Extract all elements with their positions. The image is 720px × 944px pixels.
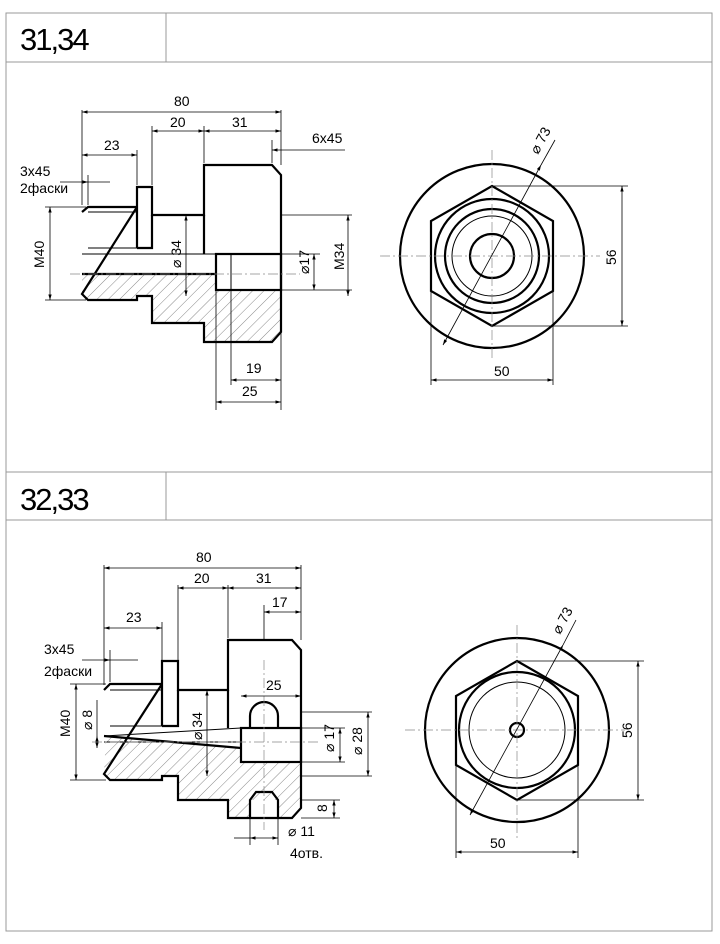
bottom-dia-34: ⌀ 34 [189, 712, 205, 740]
bottom-dia-11: ⌀ 11 [288, 823, 315, 839]
top-chamfer-6: 6x45 [312, 130, 343, 146]
bottom-dia-73: ⌀ 73 [549, 604, 576, 636]
bottom-end-view: ⌀ 73 50 56 [405, 604, 644, 858]
bottom-height-56: 56 [619, 722, 635, 738]
top-dia-73: ⌀ 73 [527, 124, 554, 156]
bottom-dim-17: 17 [272, 594, 288, 610]
bottom-side-view [92, 638, 320, 830]
bottom-dim-80: 80 [196, 549, 212, 565]
bottom-dim-20: 20 [194, 570, 210, 586]
top-thread-m34: M34 [331, 243, 347, 270]
bottom-chamfer-3: 3x45 [44, 641, 75, 657]
bottom-dim-31: 31 [256, 570, 272, 586]
bottom-dia-17: ⌀ 17 [321, 724, 337, 752]
top-dia-17: ⌀17 [296, 250, 312, 274]
top-side-view [70, 163, 300, 344]
top-dim-19: 19 [246, 360, 262, 376]
top-chamfer-3: 3x45 [20, 163, 51, 179]
top-dim-31: 31 [232, 114, 248, 130]
top-end-view: ⌀ 73 50 56 [380, 124, 628, 385]
bottom-flat-50: 50 [490, 835, 506, 851]
bottom-title: 32,33 [20, 482, 88, 517]
bottom-dia-8: ⌀ 8 [79, 710, 95, 730]
top-section-hatch [82, 274, 281, 342]
top-flat-50: 50 [494, 363, 510, 379]
top-title: 31,34 [20, 22, 89, 57]
bottom-side-dims: 80 20 31 17 23 3x45 2фаски 25 M40 ⌀ 8 ⌀ … [44, 549, 372, 861]
top-thread-m40: M40 [31, 241, 47, 268]
bottom-dim-25: 25 [266, 677, 282, 693]
bottom-chamfer-note: 2фаски [44, 663, 92, 679]
bottom-thread-m40: M40 [57, 710, 73, 737]
top-dia-34: ⌀ 34 [168, 240, 184, 268]
bottom-section-hatch [104, 736, 301, 818]
top-dim-25: 25 [242, 383, 258, 399]
sheet-frame [5, 12, 713, 932]
top-dim-20: 20 [170, 114, 186, 130]
top-side-dims: 80 20 31 23 6x45 3x45 2фаски M40 ⌀ 34 ⌀1… [20, 93, 352, 410]
top-dim-23: 23 [104, 137, 120, 153]
bottom-dim-23: 23 [126, 609, 142, 625]
bottom-dia-28: ⌀ 28 [349, 727, 365, 755]
bottom-holes-note: 4отв. [290, 845, 323, 861]
bottom-depth-8: 8 [314, 804, 330, 812]
top-chamfer-note: 2фаски [20, 180, 68, 196]
top-dim-80: 80 [174, 93, 190, 109]
top-height-56: 56 [603, 249, 619, 265]
